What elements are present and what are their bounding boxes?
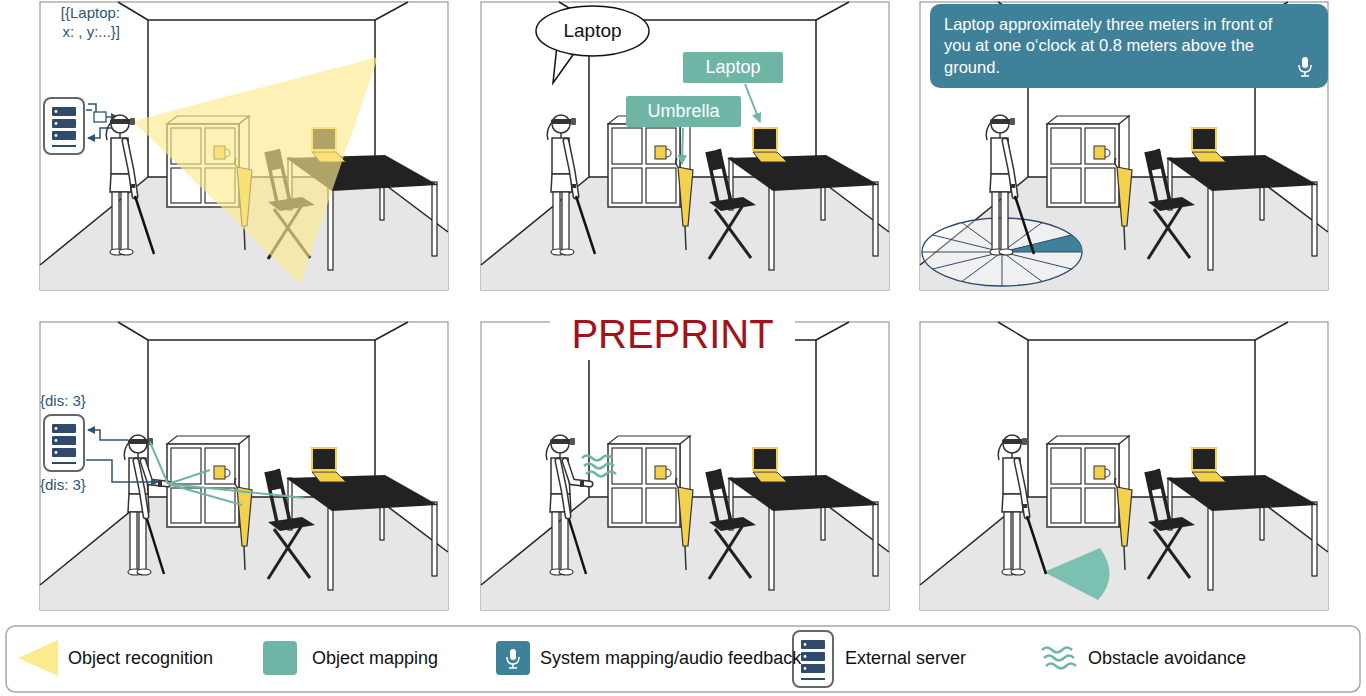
node-label: Laptop — [705, 57, 760, 78]
person-figure — [124, 435, 168, 575]
person-figure — [124, 435, 153, 575]
room-scene — [920, 322, 1328, 610]
node-text: Laptop — [705, 57, 760, 78]
leader-arrow — [745, 84, 760, 122]
person-figure — [136, 461, 168, 574]
mapping-rays — [150, 442, 168, 484]
legend-swatch — [496, 641, 530, 675]
obstacle-icon — [582, 456, 616, 477]
data-arrow — [88, 104, 96, 112]
legend-swatch — [263, 641, 297, 675]
mic-icon — [507, 649, 519, 668]
object-tag: Laptop — [683, 52, 783, 83]
mic-icon — [1299, 57, 1311, 76]
mapping-rays — [150, 442, 305, 505]
legend-label: System mapping/audio feedback — [540, 648, 801, 669]
legend-label: Object recognition — [68, 648, 213, 669]
legend-swatch — [18, 640, 58, 676]
bubble-ellipse — [536, 6, 649, 56]
person-figure — [547, 115, 595, 255]
person-figure — [566, 141, 595, 254]
room-scene — [481, 2, 889, 290]
person-figure — [546, 435, 575, 575]
watermark: PREPRINT — [550, 308, 795, 360]
data-arrow — [88, 430, 128, 440]
legend-label: External server — [845, 648, 966, 669]
node-label: Laptop — [563, 20, 621, 42]
person-figure — [998, 435, 1046, 575]
room-scene — [920, 2, 1328, 290]
person-figure — [558, 461, 590, 574]
person-figure — [106, 115, 154, 255]
server-icon — [44, 98, 84, 154]
data-annotation: [{Laptop: x: , y:...}] — [48, 4, 120, 42]
person-figure — [125, 141, 154, 254]
node-text: Laptop — [563, 20, 621, 42]
person-figure — [1017, 461, 1046, 574]
mapping-rays — [168, 484, 305, 498]
person-figure — [986, 115, 1034, 255]
node-label: Laptop approximately three meters in fro… — [944, 14, 1282, 78]
audio-feedback-box: Laptop approximately three meters in fro… — [930, 4, 1328, 88]
data-annotation: {dis: 3} — [40, 392, 120, 411]
speech-bubble: Laptop — [535, 5, 650, 57]
room-scene — [40, 2, 448, 290]
node-label: Umbrella — [647, 101, 719, 122]
room-scene — [481, 322, 889, 610]
data-arrow — [86, 109, 92, 111]
room-scene — [40, 322, 448, 610]
leader-arrow — [682, 128, 683, 164]
data-annotation: {dis: 3} — [40, 476, 120, 495]
obstacle-icon — [1042, 648, 1076, 669]
data-arrow — [86, 460, 158, 482]
legend-label: Obstacle avoidance — [1088, 648, 1246, 669]
recognition-cone — [133, 57, 378, 284]
node-text: Umbrella — [647, 101, 719, 122]
person-figure — [1005, 141, 1034, 254]
legend-frame — [6, 626, 1360, 692]
object-tag: Umbrella — [626, 96, 741, 127]
mapping-rays — [168, 470, 210, 484]
server-icon — [44, 415, 84, 471]
floor-sweep — [1044, 548, 1110, 600]
legend-label: Object mapping — [312, 648, 438, 669]
node-text: Laptop approximately three meters in fro… — [944, 14, 1282, 78]
image-icon — [94, 112, 106, 122]
data-arrow — [88, 128, 116, 138]
